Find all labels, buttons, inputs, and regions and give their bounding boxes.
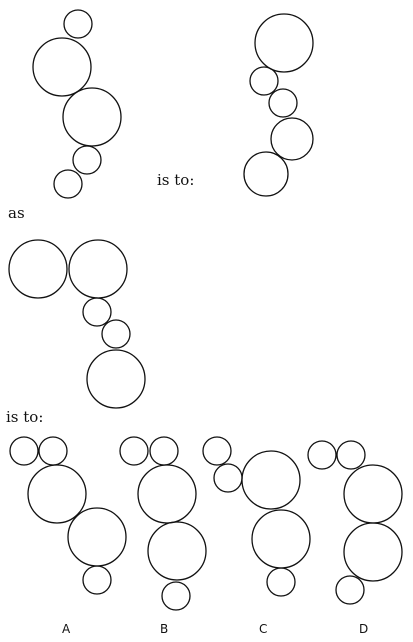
circle — [147, 521, 207, 581]
circle — [254, 13, 314, 73]
circle — [101, 319, 131, 349]
circle — [32, 37, 92, 97]
option-label: A — [62, 622, 71, 636]
circle — [27, 464, 87, 524]
circle — [82, 297, 112, 327]
figure-2 — [243, 13, 314, 197]
circle — [343, 464, 403, 524]
option-c[interactable]: C — [202, 436, 311, 636]
circle — [335, 575, 365, 605]
circle — [243, 151, 289, 197]
circle — [266, 567, 296, 597]
is-to-label: is to: — [6, 408, 43, 426]
is-to-label: is to: — [157, 171, 194, 189]
circle — [72, 145, 102, 175]
circle — [9, 436, 39, 466]
option-label: B — [160, 622, 168, 636]
circle — [251, 509, 311, 569]
circle — [307, 440, 337, 470]
circle — [161, 581, 191, 611]
circle — [119, 436, 149, 466]
option-label: C — [259, 622, 267, 636]
option-label: D — [359, 622, 368, 636]
circle — [63, 9, 93, 39]
circle — [53, 169, 83, 199]
option-b[interactable]: B — [119, 436, 207, 636]
circle — [137, 464, 197, 524]
circle — [67, 507, 127, 567]
circle — [8, 239, 68, 299]
circle — [86, 349, 146, 409]
circle — [82, 565, 112, 595]
circle — [202, 436, 232, 466]
circle — [343, 522, 403, 582]
as-label: as — [8, 204, 25, 222]
circle — [270, 117, 314, 161]
figure-1 — [32, 9, 122, 199]
circle — [213, 463, 243, 493]
circle — [68, 239, 128, 299]
circle — [149, 436, 179, 466]
circle — [249, 66, 279, 96]
circle — [268, 88, 298, 118]
circle — [241, 450, 301, 510]
circle — [38, 436, 68, 466]
circle — [62, 87, 122, 147]
circle — [336, 440, 366, 470]
figure-3 — [8, 239, 146, 409]
option-a[interactable]: A — [9, 436, 127, 636]
option-d[interactable]: D — [307, 440, 403, 636]
